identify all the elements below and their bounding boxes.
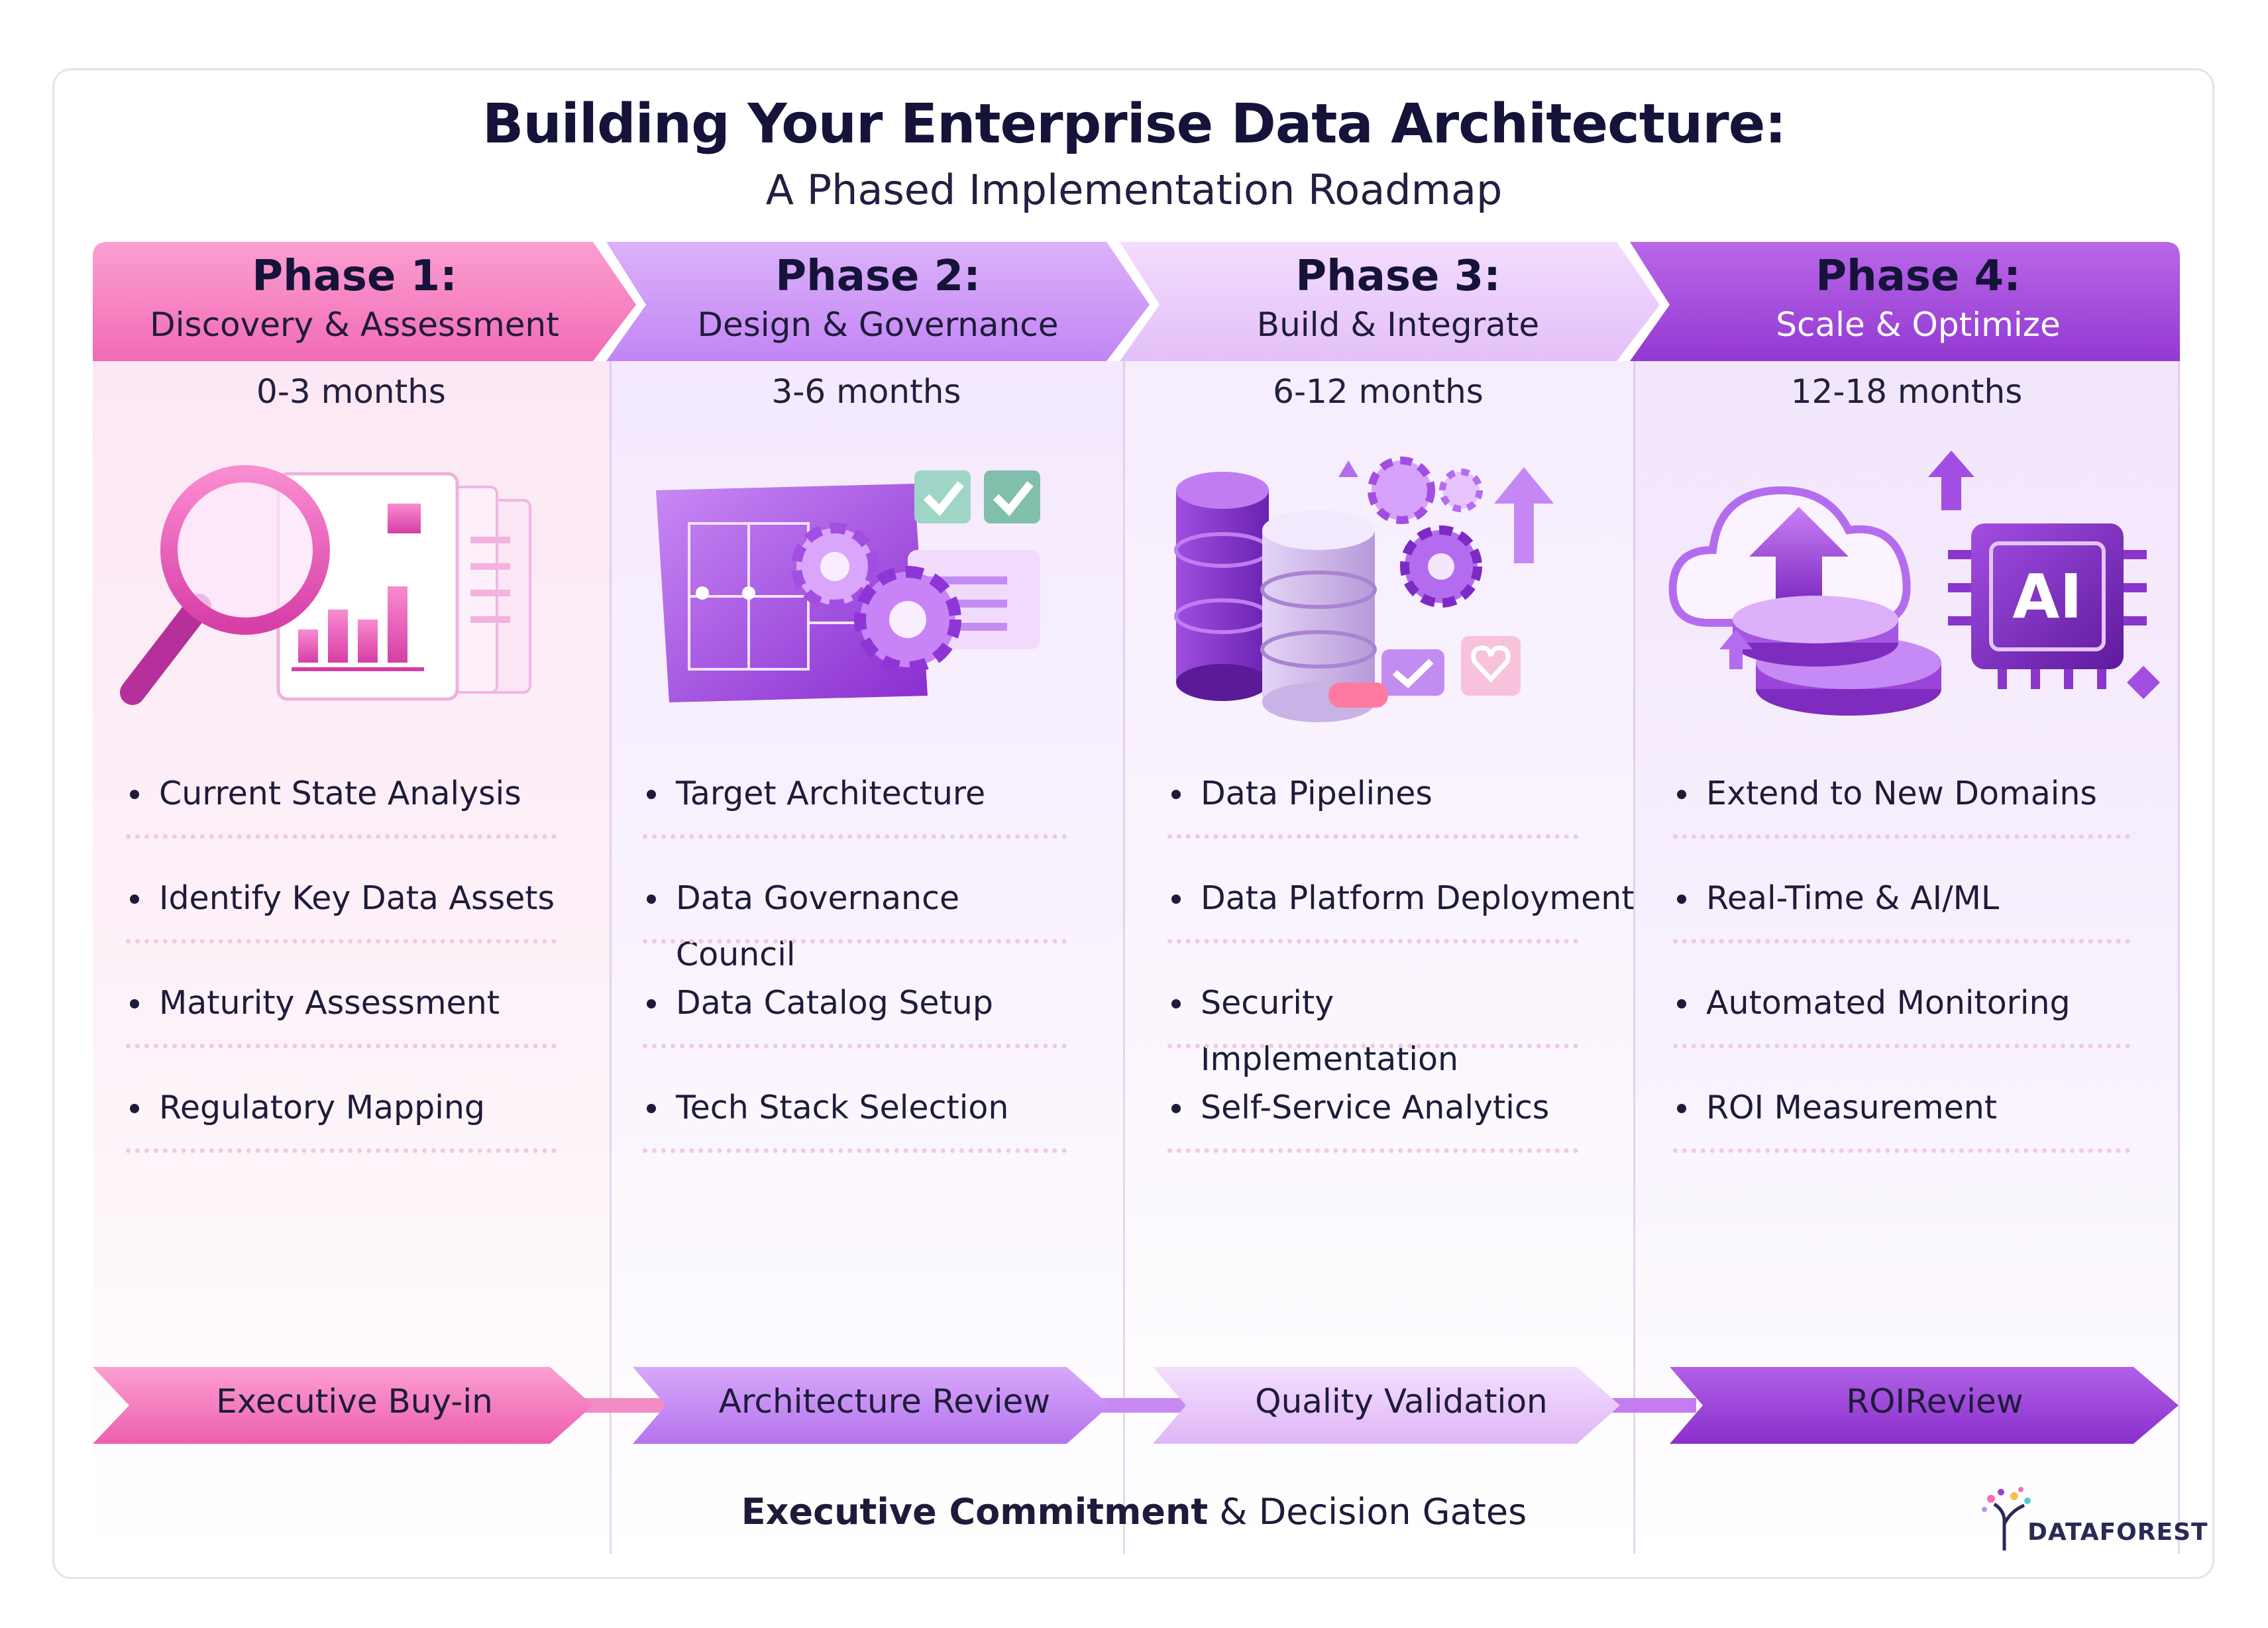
phase-1-name: Phase 1:	[252, 252, 457, 301]
cloud-ai-chip-icon: AI	[1668, 451, 2160, 716]
phase-1-duration: 0-3 months	[256, 372, 446, 411]
footer-caption: Executive Commitment & Decision Gates	[0, 1491, 2268, 1533]
list-item: Data Pipelines	[1167, 765, 1578, 870]
phase-3-subtitle: Build & Integrate	[1256, 305, 1540, 344]
list-item: Tech Stack Selection	[643, 1079, 1067, 1184]
phase-4-name: Phase 4:	[1815, 252, 2021, 301]
list-item: Identify Key Data Assets	[126, 870, 557, 975]
brand-name: DATAFOREST	[2027, 1519, 2208, 1546]
phase-2-header: Phase 2: Design & Governance	[616, 248, 1140, 345]
list-item: Current State Analysis	[126, 765, 557, 870]
phase-4-duration: 12-18 months	[1790, 372, 2023, 411]
phase-4-header-shape	[1630, 242, 2180, 361]
list-item: Extend to New Domains	[1673, 765, 2130, 870]
phase-2-name: Phase 2:	[775, 252, 981, 301]
gate-2-arrow	[633, 1367, 1110, 1444]
list-item: Security Implementation	[1167, 975, 1578, 1079]
ai-chip-label: AI	[2012, 561, 2082, 632]
phase-1-header: Phase 1: Discovery & Assessment	[93, 248, 616, 345]
list-item: Automated Monitoring	[1673, 975, 2130, 1079]
phase-2-header-shape	[606, 242, 1150, 361]
gate-connector	[557, 1398, 689, 1413]
footer-rest: & Decision Gates	[1208, 1491, 1527, 1533]
gate-1-arrow	[93, 1367, 593, 1444]
gate-1-label: Executive Buy-in	[216, 1382, 493, 1421]
blueprint-gears-icon	[656, 470, 1040, 702]
gate-3-arrow	[1153, 1367, 1620, 1444]
phase-3-duration: 6-12 months	[1273, 372, 1484, 411]
list-item: Data Governance Council	[643, 870, 1067, 975]
phase-3-header-shape	[1120, 242, 1660, 361]
page-subtitle: A Phased Implementation Roadmap	[765, 166, 1503, 214]
page-title: Building Your Enterprise Data Architectu…	[482, 93, 1786, 156]
list-item: Data Platform Deployment	[1167, 870, 1635, 975]
decision-gates-band	[93, 1367, 2179, 1444]
phase-4-items: Extend to New Domains Real-Time & AI/ML …	[1673, 765, 2130, 1184]
phase-4-header: Phase 4: Scale & Optimize	[1656, 248, 2180, 345]
phase-1-items: Current State Analysis Identify Key Data…	[126, 765, 557, 1184]
gate-3-label: Quality Validation	[1255, 1382, 1548, 1421]
gate-4-label: ROIReview	[1846, 1382, 2024, 1421]
phase-1-header-shape	[93, 242, 636, 361]
footer-bold: Executive Commitment	[741, 1491, 1209, 1533]
gate-4-arrow	[1670, 1367, 2179, 1444]
phase-3-name: Phase 3:	[1295, 252, 1501, 301]
phase-3-items: Data Pipelines Data Platform Deployment …	[1167, 765, 1635, 1184]
phase-2-duration: 3-6 months	[771, 372, 961, 411]
database-pipeline-icon	[1174, 457, 1554, 722]
list-item: Data Catalog Setup	[643, 975, 1067, 1079]
list-item: Self-Service Analytics	[1167, 1079, 1578, 1184]
phase-2-items: Target Architecture Data Governance Coun…	[643, 765, 1067, 1184]
list-item: Real-Time & AI/ML	[1673, 870, 2130, 975]
phase-4-subtitle: Scale & Optimize	[1776, 305, 2061, 344]
list-item: Regulatory Mapping	[126, 1079, 557, 1184]
gate-2-label: Architecture Review	[718, 1382, 1051, 1421]
list-item: Maturity Assessment	[126, 975, 557, 1079]
magnifier-report-icon	[120, 465, 531, 705]
phase-column-3	[1123, 361, 1633, 1554]
phase-1-subtitle: Discovery & Assessment	[150, 305, 559, 344]
phase-3-header: Phase 3: Build & Integrate	[1136, 248, 1660, 345]
list-item: ROI Measurement	[1673, 1079, 2130, 1184]
list-item: Target Architecture	[643, 765, 1067, 870]
dataforest-logo-icon	[1982, 1487, 2031, 1550]
phase-2-subtitle: Design & Governance	[697, 305, 1059, 344]
phase-header-band	[93, 242, 2180, 361]
